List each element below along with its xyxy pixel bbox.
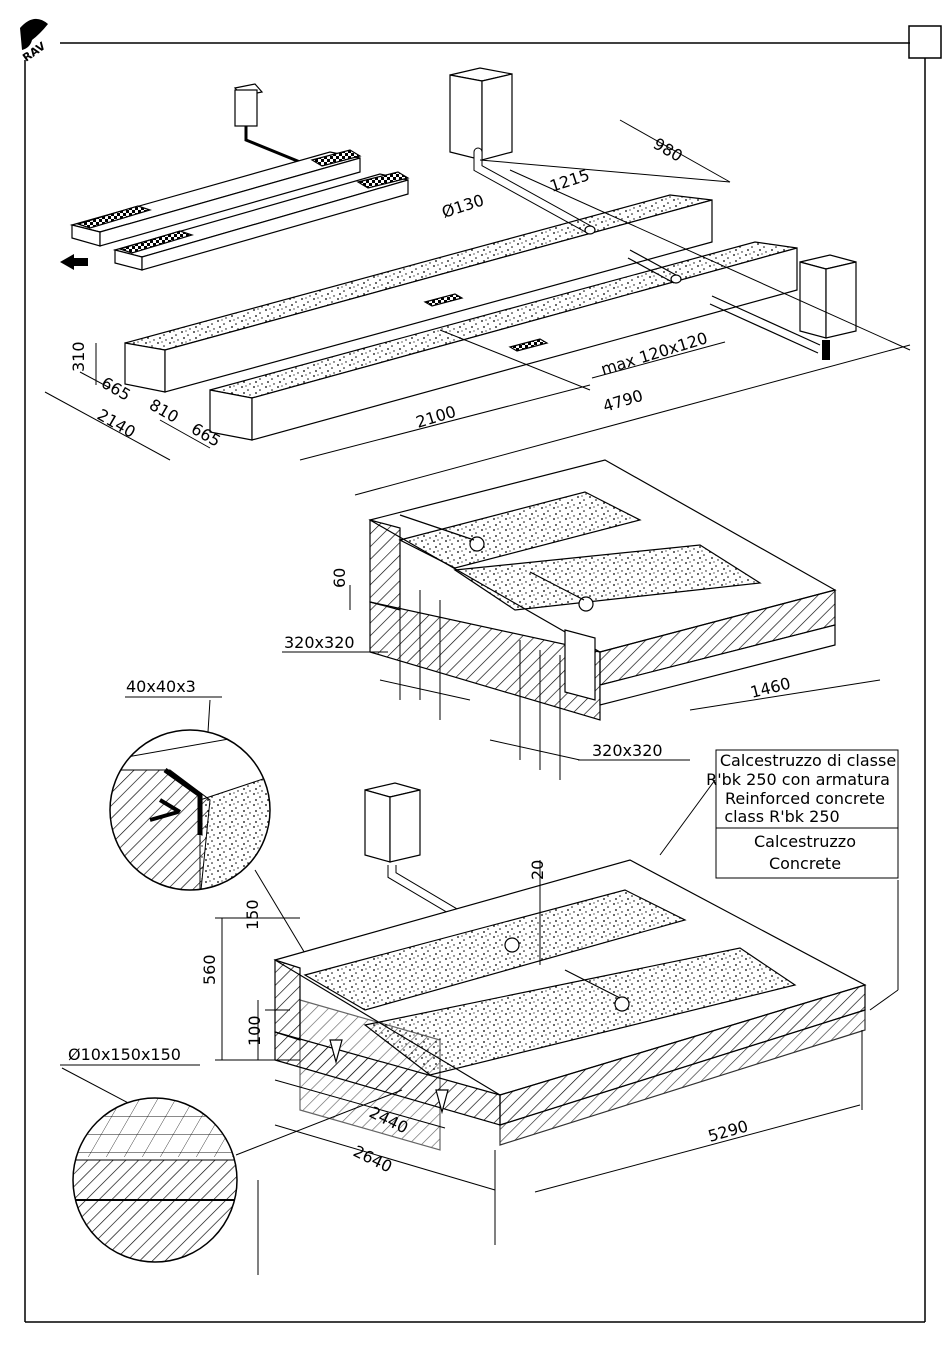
- legend-reinforced-en-2: class R'bk 250: [724, 807, 839, 826]
- top-exploded-view: 980 1215 Ø130 310 665 810 2140 665 2100 …: [45, 68, 910, 495]
- detail-angle-profile: 40x40x3: [100, 677, 318, 975]
- dim-4790: 4790: [601, 386, 645, 416]
- dim-40x40x3: 40x40x3: [126, 677, 196, 696]
- dim-980: 980: [650, 134, 686, 166]
- dim-2100: 2100: [414, 402, 458, 432]
- arrow-icon: [60, 254, 88, 270]
- dim-310: 310: [69, 341, 88, 372]
- dim-mesh: Ø10x150x150: [68, 1045, 181, 1064]
- dim-100: 100: [245, 1015, 264, 1046]
- middle-section-view: [282, 460, 880, 780]
- dim-1215: 1215: [547, 165, 592, 196]
- top-dimension-lines: [45, 120, 910, 495]
- control-box-small: [235, 84, 316, 162]
- material-legend: Calcestruzzo di classe R'bk 250 con arma…: [706, 750, 898, 878]
- dim-5290: 5290: [706, 1116, 750, 1145]
- dim-560: 560: [200, 954, 219, 985]
- dim-2140: 2140: [94, 405, 139, 442]
- column-box-right-bottom: [800, 255, 856, 360]
- legend-reinforced-it-2: R'bk 250 con armatura: [706, 770, 890, 789]
- dim-320-a: 320x320: [284, 633, 355, 652]
- page-number-box: [909, 26, 941, 58]
- lift-platforms: [72, 150, 408, 270]
- dim-60: 60: [330, 568, 349, 588]
- legend-reinforced-en-1: Reinforced concrete: [725, 789, 885, 808]
- legend-reinforced-it-1: Calcestruzzo di classe: [720, 751, 896, 770]
- brand-logo: RAV: [20, 19, 48, 65]
- legend-concrete-en: Concrete: [769, 854, 841, 873]
- dim-2640: 2640: [350, 1142, 395, 1177]
- dim-20: 20: [528, 860, 547, 880]
- dim-130: Ø130: [439, 190, 486, 221]
- dim-150: 150: [243, 899, 262, 930]
- dim-320-b: 320x320: [592, 741, 663, 760]
- legend-concrete-it: Calcestruzzo: [754, 832, 856, 851]
